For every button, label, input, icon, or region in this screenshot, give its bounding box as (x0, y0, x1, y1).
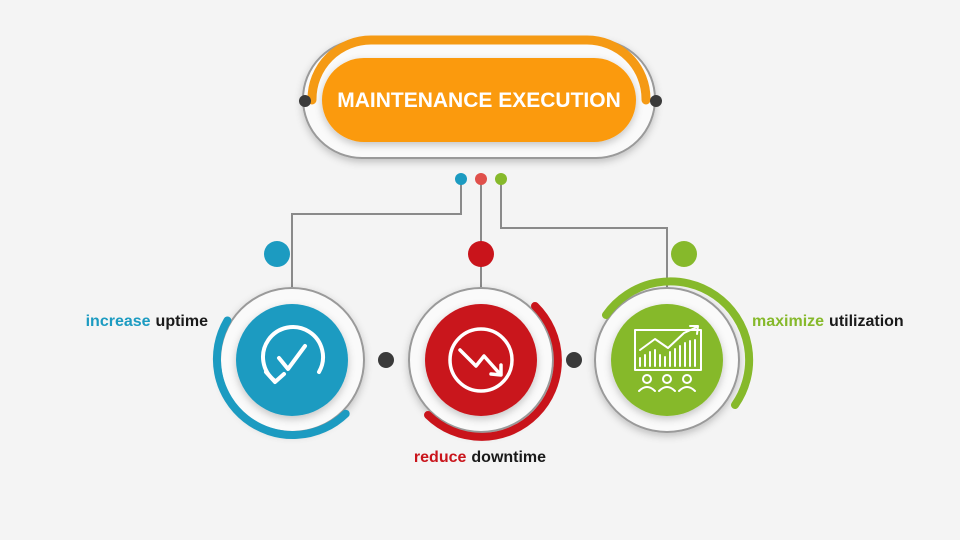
connector-blue (291, 180, 462, 287)
marker-green (671, 241, 697, 267)
title-left-dot (299, 95, 311, 107)
title-orange-arc (307, 35, 651, 105)
connector-dot-red (475, 173, 487, 185)
connector-lines (291, 180, 668, 287)
title-group: MAINTENANCE EXECUTION (299, 35, 662, 159)
label-rest: uptime (155, 313, 208, 330)
label-rest: utilization (829, 313, 904, 330)
circle-node-uptime (212, 287, 365, 439)
accent-arc (602, 277, 754, 409)
label-keyword: reduce (413, 449, 467, 466)
accent-arc (424, 302, 562, 441)
title-right-dot (650, 95, 662, 107)
circle-node-utilization (594, 277, 754, 433)
separator-dot-1 (378, 352, 394, 368)
accent-arc (212, 316, 350, 439)
inner-circle (611, 304, 723, 416)
label-keyword: maximize (752, 313, 825, 330)
connector-dots (455, 173, 507, 185)
marker-red (468, 241, 494, 267)
refresh-check-icon (261, 325, 325, 384)
label-rest: downtime (471, 449, 547, 466)
label-keyword: increase (85, 313, 151, 330)
title-pill (322, 58, 636, 142)
circle-node-downtime (408, 287, 562, 441)
connector-green (500, 180, 668, 287)
separator-dot-2 (566, 352, 582, 368)
marker-blue (264, 241, 290, 267)
trend-down-icon (448, 327, 514, 393)
connector-dot-blue (455, 173, 467, 185)
growth-chart-people-icon (634, 325, 702, 392)
title-text: MAINTENANCE EXECUTION (337, 89, 621, 112)
inner-circle (236, 304, 348, 416)
connector-dot-green (495, 173, 507, 185)
